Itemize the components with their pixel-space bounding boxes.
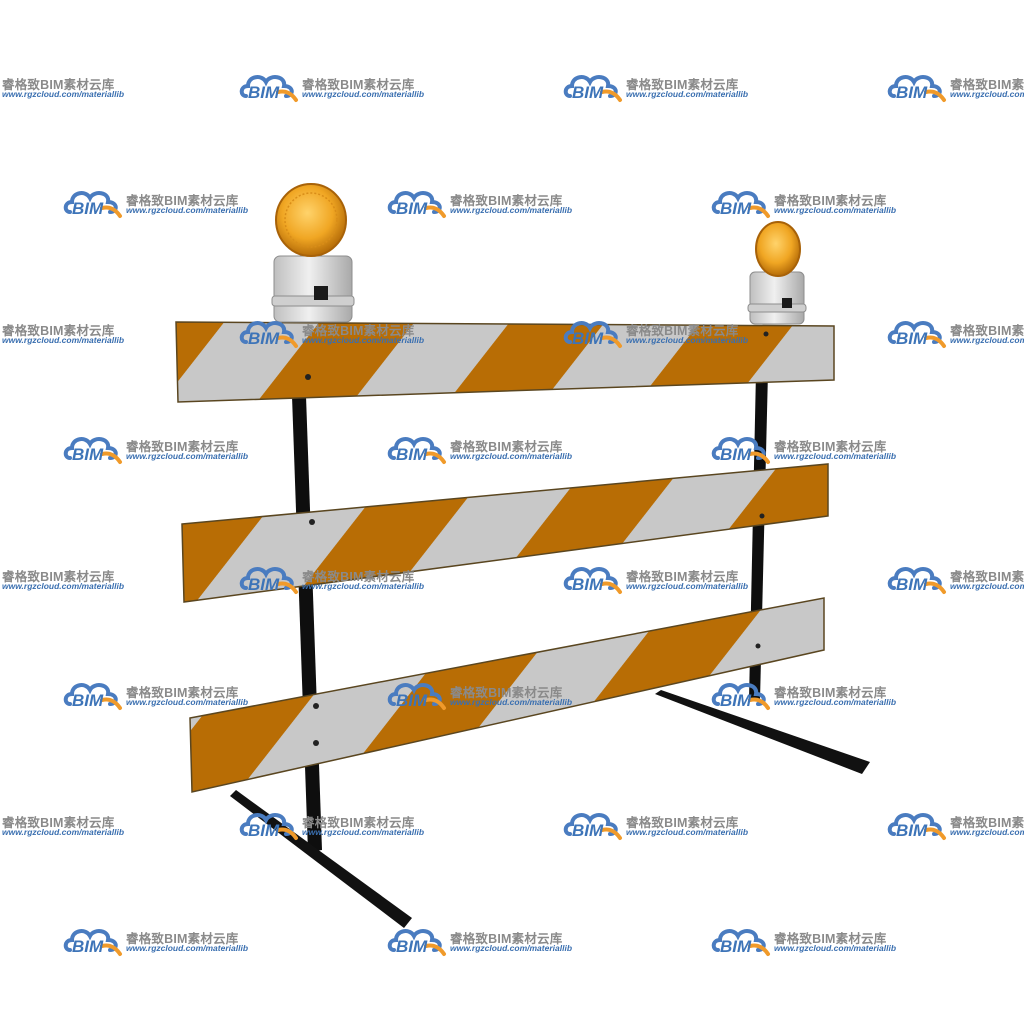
right-foot — [655, 690, 870, 774]
left-frame — [230, 396, 412, 928]
left-lamp-lens — [275, 183, 347, 257]
top-rail — [175, 321, 835, 403]
bottom-rail — [189, 597, 825, 793]
left-foot — [230, 790, 412, 928]
right-frame — [655, 372, 870, 774]
right-lamp-housing — [749, 271, 805, 325]
left-lamp-housing — [273, 255, 353, 323]
left-post — [292, 396, 322, 852]
middle-rail — [181, 463, 829, 603]
left-warning-lamp — [271, 183, 355, 323]
right-warning-lamp — [747, 221, 807, 325]
right-lamp-lens — [755, 221, 801, 277]
